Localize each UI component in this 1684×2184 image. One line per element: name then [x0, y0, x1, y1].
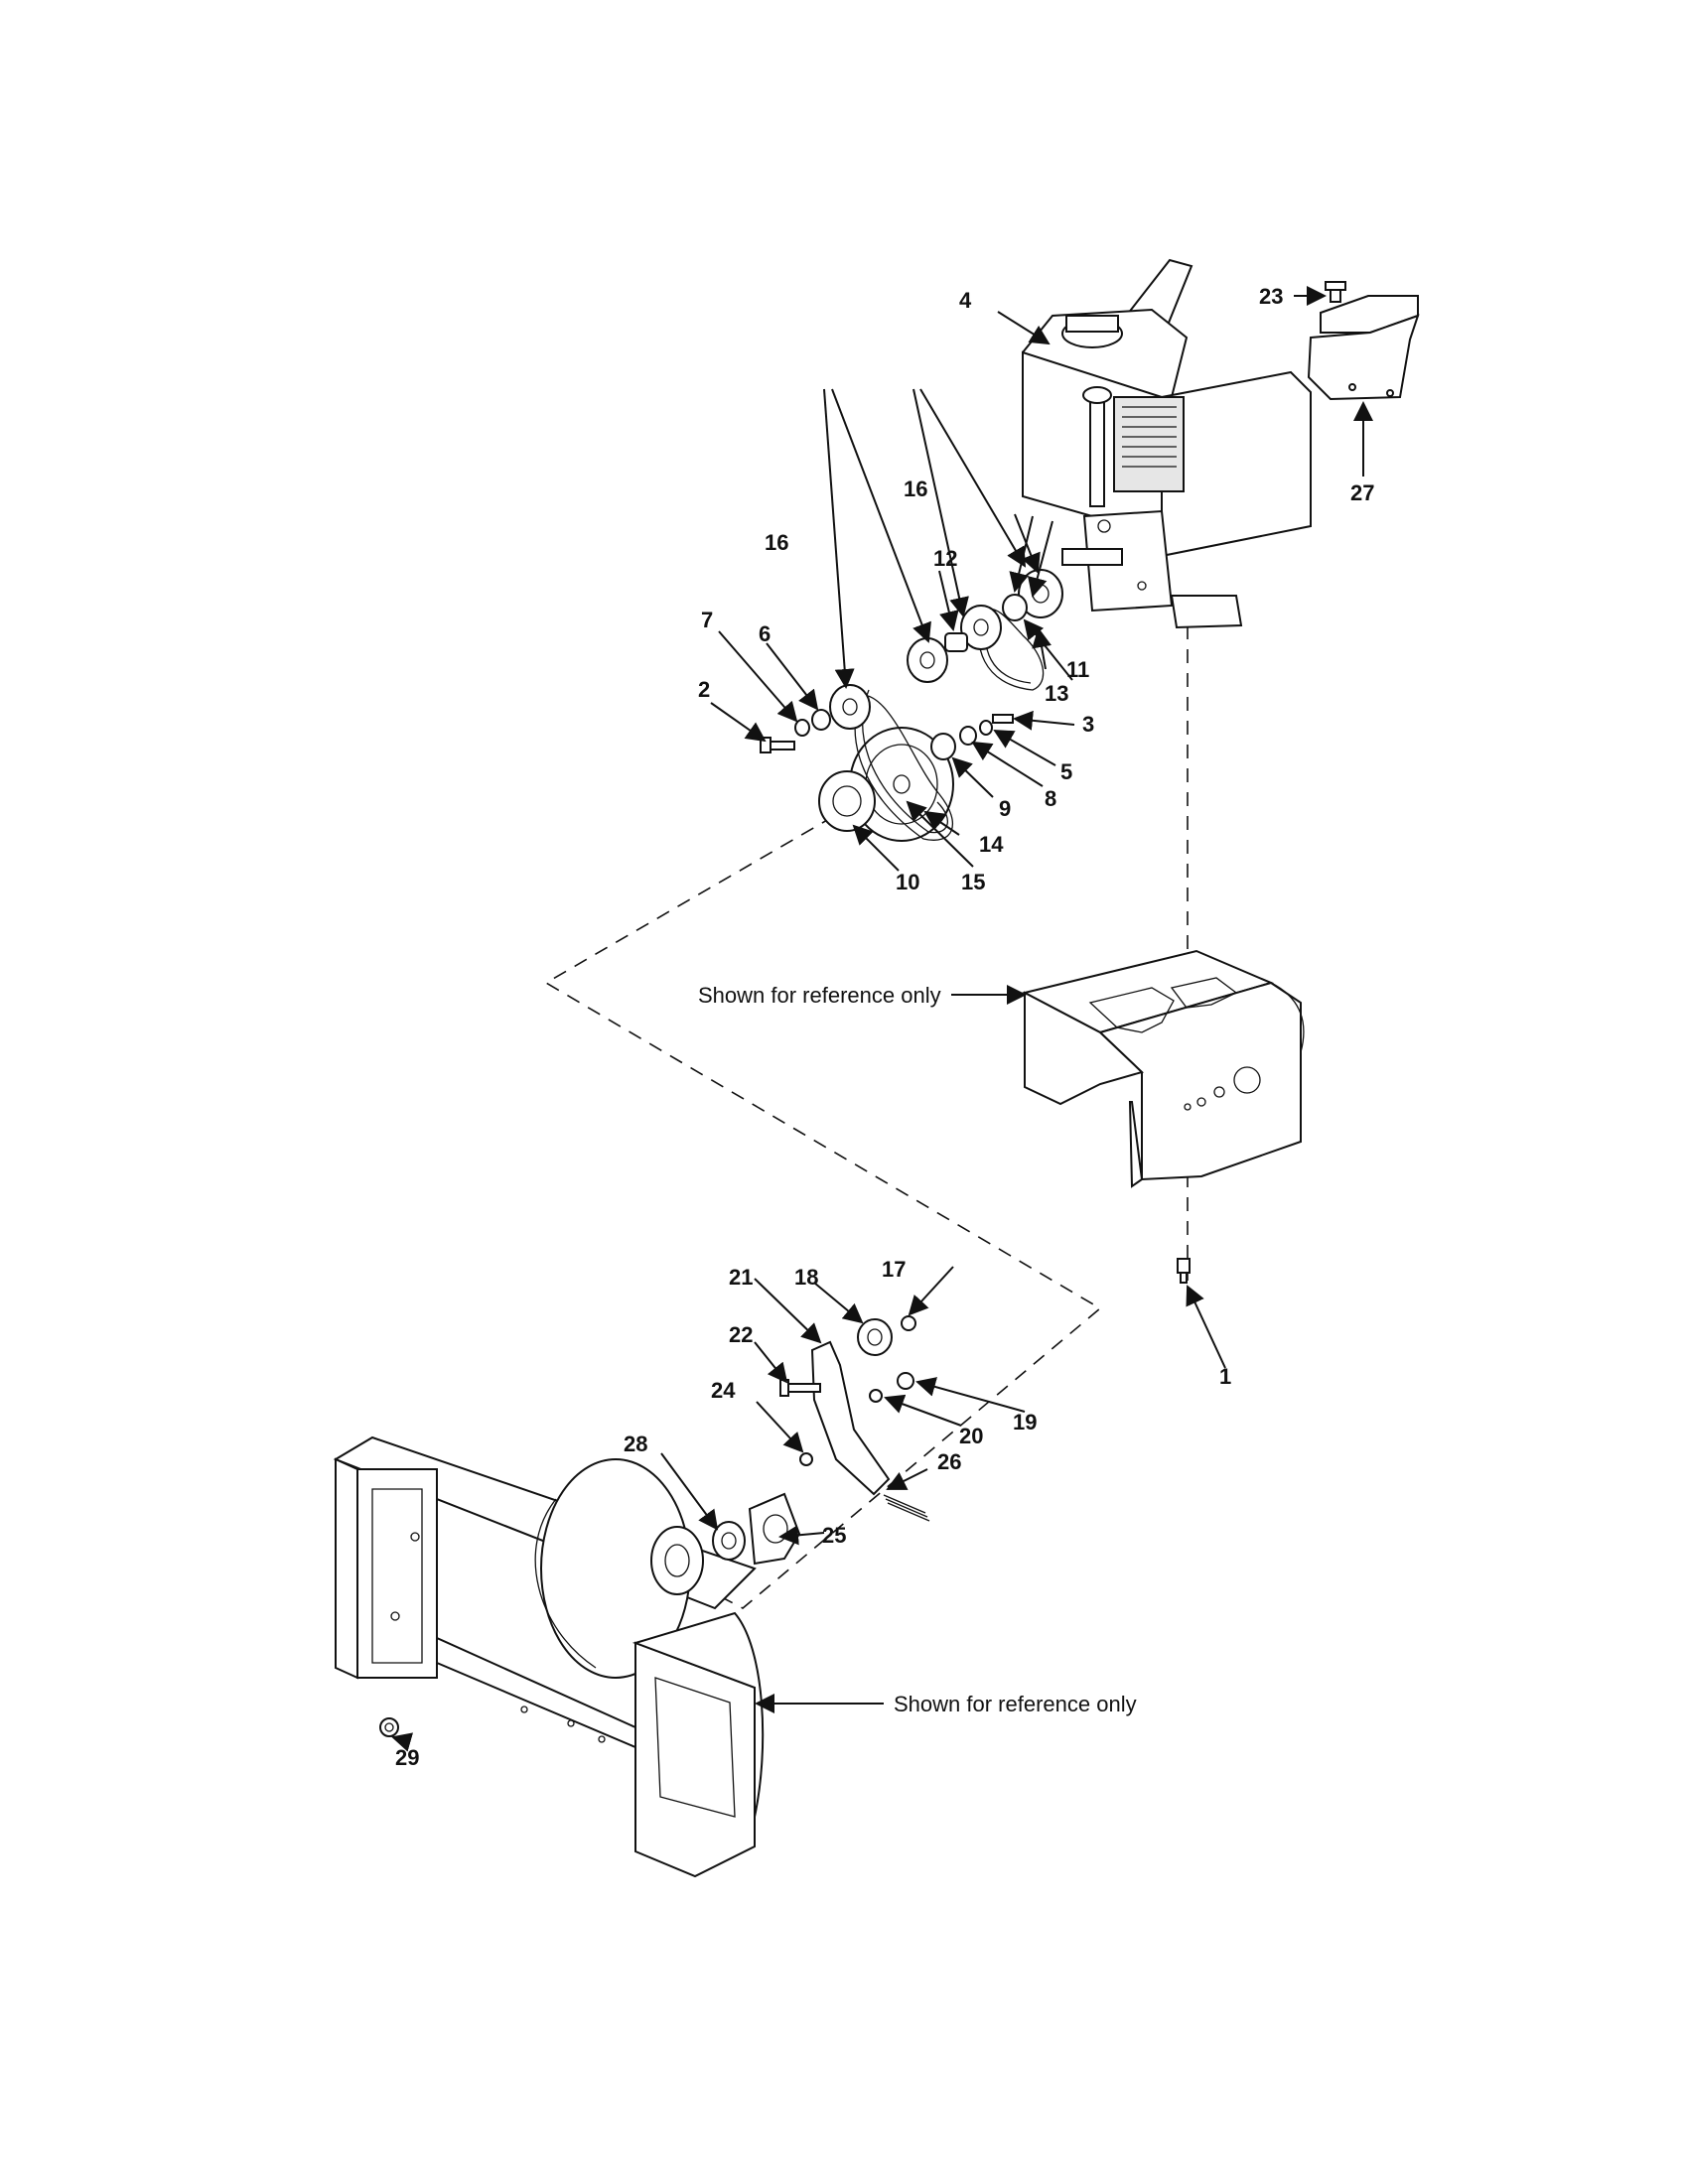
pulley-belt-cluster — [760, 569, 1063, 842]
callout-9: 9 — [999, 796, 1011, 821]
callout-3: 3 — [1082, 712, 1094, 737]
callout-21: 21 — [729, 1265, 753, 1290]
callout-7: 7 — [701, 608, 713, 632]
callout-20: 20 — [959, 1424, 983, 1448]
frame-reference-note: Shown for reference only — [698, 983, 941, 1008]
bolt-part — [1177, 1258, 1191, 1284]
engine-part — [1021, 258, 1312, 629]
callout-10: 10 — [896, 870, 919, 894]
callout-8: 8 — [1045, 786, 1056, 811]
callout-18: 18 — [794, 1265, 818, 1290]
callout-1: 1 — [1219, 1364, 1231, 1389]
assembly-dashed-lines — [544, 625, 1189, 1609]
callout-13: 13 — [1045, 681, 1068, 706]
callout-4: 4 — [959, 288, 972, 313]
frame-reference-part — [1022, 949, 1305, 1188]
callout-24: 24 — [711, 1378, 736, 1403]
callout-11: 11 — [1066, 657, 1089, 682]
callout-23: 23 — [1259, 284, 1283, 309]
callout-17: 17 — [882, 1257, 906, 1282]
callout-2: 2 — [698, 677, 710, 702]
callout-14: 14 — [979, 832, 1004, 857]
callout-16-right: 16 — [904, 477, 927, 501]
callout-15: 15 — [961, 870, 985, 894]
callout-12: 12 — [933, 546, 957, 571]
callout-6: 6 — [759, 621, 771, 646]
callout-25: 25 — [822, 1523, 846, 1548]
nut-part — [379, 1717, 399, 1737]
callout-27: 27 — [1350, 480, 1374, 505]
callout-labels: 1 2 3 4 5 6 7 8 9 10 11 12 13 14 15 16 1… — [395, 284, 1374, 1770]
auger-housing-reference-part — [333, 1435, 765, 1878]
callout-22: 22 — [729, 1322, 753, 1347]
callout-5: 5 — [1060, 759, 1072, 784]
callout-26: 26 — [937, 1449, 961, 1474]
idler-bracket-assembly — [779, 1315, 930, 1522]
callout-29: 29 — [395, 1745, 419, 1770]
callout-leader-lines — [391, 286, 1373, 1752]
callout-16-left: 16 — [765, 530, 788, 555]
bracket-part — [1307, 281, 1420, 401]
callout-28: 28 — [624, 1432, 647, 1456]
bushing-and-flange-parts — [712, 1492, 801, 1566]
callout-19: 19 — [1013, 1410, 1037, 1434]
housing-reference-note: Shown for reference only — [894, 1692, 1137, 1716]
